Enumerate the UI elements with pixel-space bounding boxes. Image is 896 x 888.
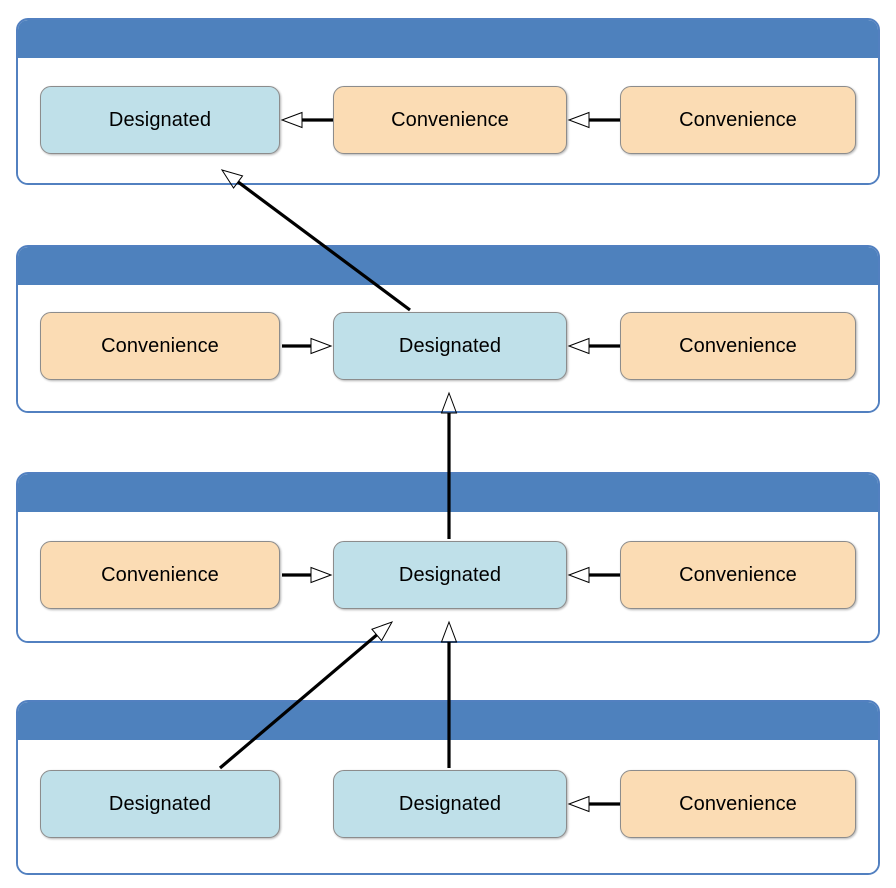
task-node-designated[interactable]: Designated (333, 770, 567, 838)
task-node-label: Convenience (101, 335, 219, 357)
task-node-designated[interactable]: Designated (40, 86, 280, 154)
task-node-label: Designated (398, 793, 502, 815)
swimlane-header-3 (18, 474, 878, 512)
task-node-convenience[interactable]: Convenience (40, 312, 280, 380)
swimlane-header-4 (18, 702, 878, 740)
task-node-convenience[interactable]: Convenience (620, 312, 856, 380)
task-node-convenience[interactable]: Convenience (620, 770, 856, 838)
task-node-convenience[interactable]: Convenience (620, 541, 856, 609)
task-node-label: Convenience (679, 793, 797, 815)
task-node-label: Designated (108, 793, 212, 815)
swimlane-header-1 (18, 20, 878, 58)
task-node-convenience[interactable]: Convenience (40, 541, 280, 609)
task-node-convenience[interactable]: Convenience (333, 86, 567, 154)
task-node-designated[interactable]: Designated (333, 541, 567, 609)
swimlane-header-2 (18, 247, 878, 285)
task-node-label: Convenience (679, 109, 797, 131)
task-node-label: Designated (398, 335, 502, 357)
task-node-label: Convenience (391, 109, 509, 131)
task-node-label: Convenience (679, 335, 797, 357)
task-node-label: Convenience (101, 564, 219, 586)
task-node-designated[interactable]: Designated (333, 312, 567, 380)
task-node-label: Designated (108, 109, 212, 131)
task-node-label: Convenience (679, 564, 797, 586)
task-node-label: Designated (398, 564, 502, 586)
task-node-convenience[interactable]: Convenience (620, 86, 856, 154)
task-node-designated[interactable]: Designated (40, 770, 280, 838)
